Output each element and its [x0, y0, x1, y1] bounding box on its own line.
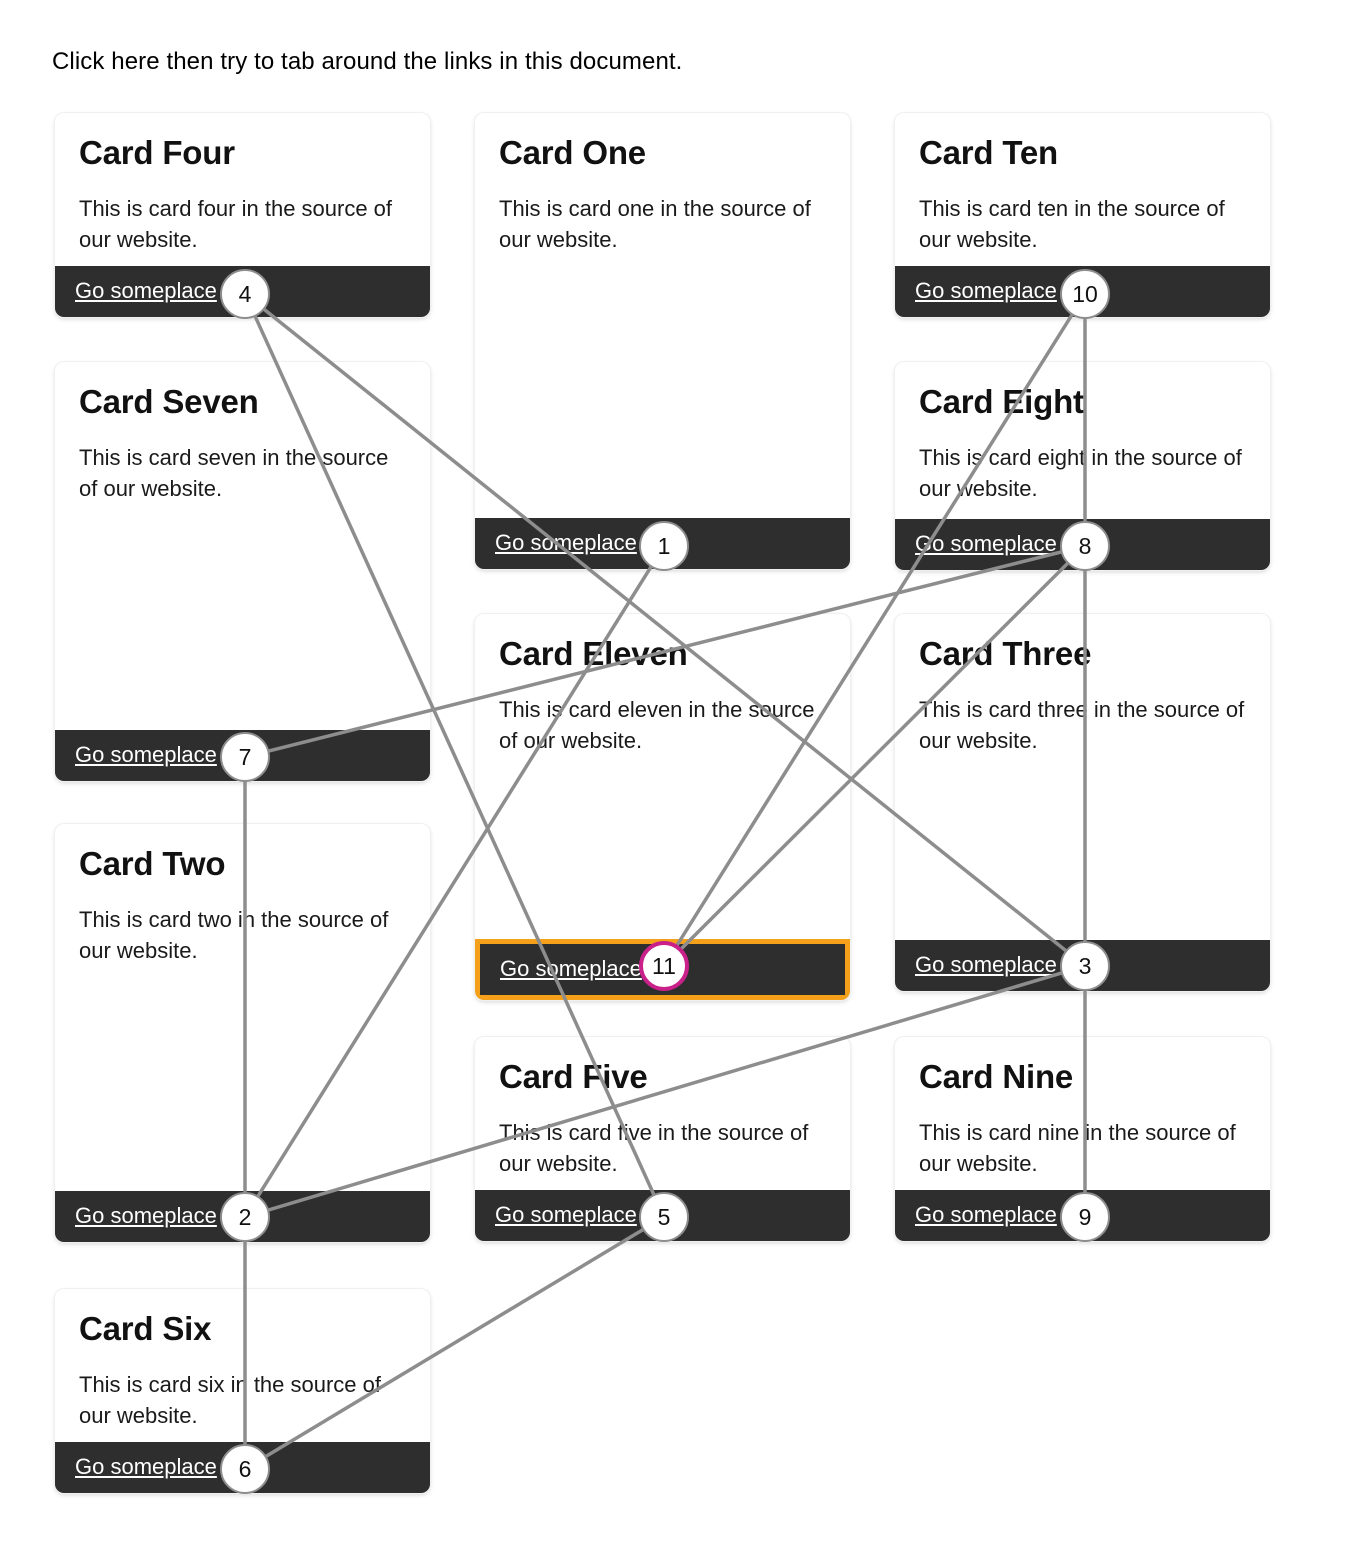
card-body: This is card six in the source of our we…	[79, 1371, 382, 1428]
card-spacer	[55, 1431, 430, 1442]
card-body: This is card nine in the source of our w…	[919, 1119, 1236, 1176]
card-title: Card Eleven	[499, 635, 688, 672]
card-three: Card Three This is card three in the sou…	[895, 614, 1270, 991]
card-title: Card Four	[79, 134, 235, 171]
card-spacer	[895, 504, 1270, 519]
card-title: Card One	[499, 134, 646, 171]
tab-order-badge-5[interactable]: 5	[639, 1192, 689, 1242]
card-body: This is card eight in the source of our …	[919, 444, 1242, 501]
card-body: This is card three in the source of our …	[919, 696, 1245, 753]
card-spacer	[55, 504, 430, 730]
card-title: Card Five	[499, 1058, 648, 1095]
card-body: This is card seven in the source of our …	[79, 444, 389, 501]
card-one: Card One This is card one in the source …	[475, 113, 850, 569]
card-title: Card Three	[919, 635, 1092, 672]
card-spacer	[895, 255, 1270, 266]
card-title: Card Seven	[79, 383, 259, 420]
card-spacer	[475, 1179, 850, 1190]
card-body: This is card one in the source of our we…	[499, 195, 811, 252]
card-title: Card Ten	[919, 134, 1058, 171]
card-two: Card Two This is card two in the source …	[55, 824, 430, 1242]
card-spacer	[895, 756, 1270, 940]
tab-order-badge-2[interactable]: 2	[220, 1192, 270, 1242]
tab-order-badge-8[interactable]: 8	[1060, 521, 1110, 571]
card-spacer	[475, 255, 850, 518]
card-body: This is card ten in the source of our we…	[919, 195, 1225, 252]
card-spacer	[55, 966, 430, 1191]
card-body: This is card four in the source of our w…	[79, 195, 393, 252]
card-body: This is card two in the source of our we…	[79, 906, 389, 963]
tab-order-badge-9[interactable]: 9	[1060, 1192, 1110, 1242]
tab-order-badge-11-current[interactable]: 11	[639, 941, 689, 991]
card-seven: Card Seven This is card seven in the sou…	[55, 362, 430, 781]
card-spacer	[55, 255, 430, 266]
page-intro-text: Click here then try to tab around the li…	[52, 48, 683, 75]
tab-order-badge-4[interactable]: 4	[220, 269, 270, 319]
card-spacer	[475, 756, 850, 939]
tab-order-badge-7[interactable]: 7	[220, 732, 270, 782]
card-title: Card Six	[79, 1310, 212, 1347]
tab-order-badge-1[interactable]: 1	[639, 521, 689, 571]
card-spacer	[895, 1179, 1270, 1190]
tab-order-badge-10[interactable]: 10	[1060, 269, 1110, 319]
card-title: Card Two	[79, 845, 226, 882]
card-title: Card Nine	[919, 1058, 1074, 1095]
tab-order-badge-6[interactable]: 6	[220, 1444, 270, 1494]
card-title: Card Eight	[919, 383, 1084, 420]
card-body: This is card eleven in the source of our…	[499, 696, 815, 753]
card-body: This is card five in the source of our w…	[499, 1119, 809, 1176]
tab-order-badge-3[interactable]: 3	[1060, 941, 1110, 991]
